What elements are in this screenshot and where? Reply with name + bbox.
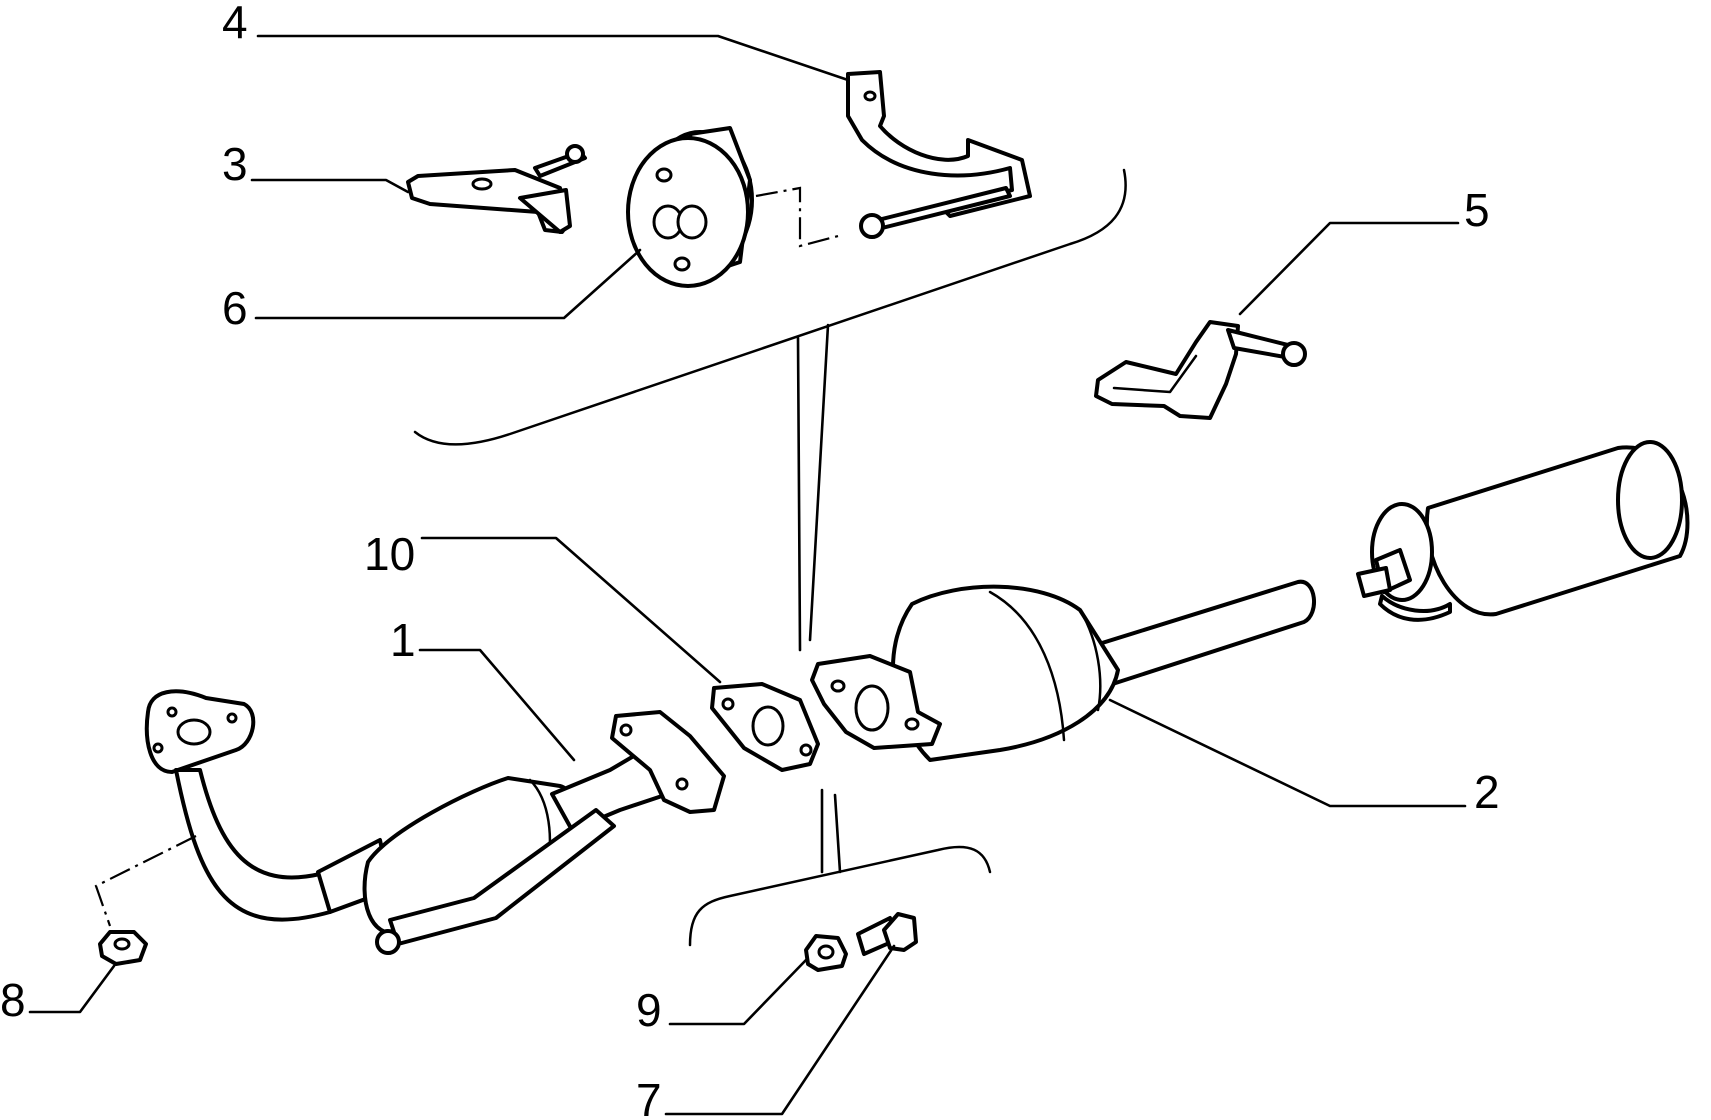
callout-1: 1: [390, 614, 416, 666]
nut: [94, 835, 197, 966]
nut-small: [804, 934, 848, 972]
hanger-bracket: [846, 70, 1032, 239]
callout-5: 5: [1464, 184, 1490, 236]
callout-7: 7: [636, 1074, 662, 1120]
callout-9: 9: [636, 984, 662, 1036]
rear-muffler: [1356, 440, 1690, 622]
leader-lines: [28, 34, 1467, 1116]
callout-8: 8: [0, 974, 26, 1026]
callout-3: 3: [222, 138, 248, 190]
front-exhaust-pipe: [144, 689, 726, 955]
rubber-mount: [626, 126, 839, 288]
support-bracket: [406, 144, 587, 234]
lower-group-outline: [688, 788, 992, 947]
upper-group-outline: [413, 168, 1127, 652]
callout-10: 10: [364, 528, 415, 580]
callout-6: 6: [222, 282, 248, 334]
callout-2: 2: [1474, 766, 1500, 818]
callout-4: 4: [222, 0, 248, 48]
mounting-bracket: [1094, 320, 1307, 420]
bolt: [856, 912, 918, 956]
catalytic-converter: [810, 579, 1317, 762]
gasket: [710, 682, 820, 772]
